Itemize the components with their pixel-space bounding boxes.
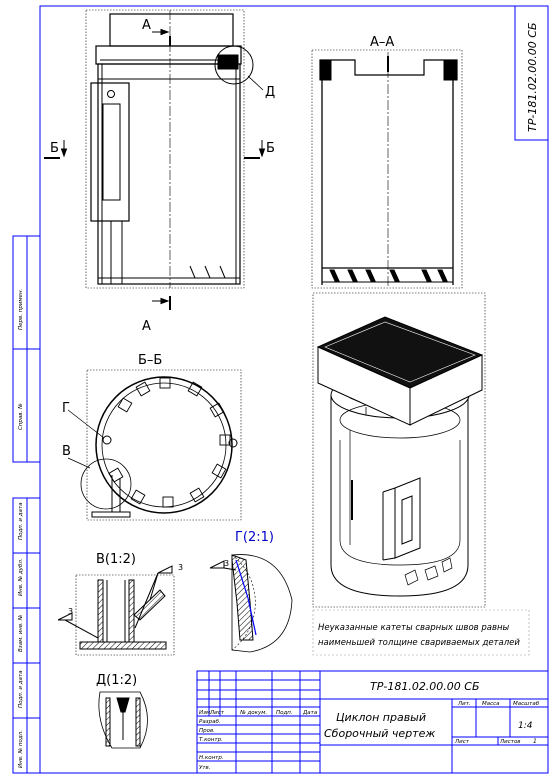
detail-d-title: Д(1:2) xyxy=(96,673,137,688)
code-box xyxy=(514,6,548,141)
title-block xyxy=(196,670,549,774)
stamp-inv-dubl: Инв. № дубл. xyxy=(18,558,24,596)
stamp-sprav: Справ. № xyxy=(18,403,24,430)
tb-razrab: Разраб. xyxy=(199,719,221,725)
tb-massa: Масса xyxy=(482,701,500,707)
tb-designation: ТР-181.02.00.00 СБ xyxy=(370,680,480,693)
tb-utv: Утв. xyxy=(199,765,211,771)
tb-t-kontr: Т.контр. xyxy=(199,737,223,743)
detail-v-view xyxy=(57,565,175,656)
vertical-code: ТР-181.02.00.00 СБ xyxy=(526,22,539,132)
detail-v-title: В(1:2) xyxy=(96,552,136,567)
label-v: В xyxy=(62,444,71,459)
tb-title-line1: Циклон правый xyxy=(336,711,426,724)
stamp-podp-data-1: Подп. и дата xyxy=(18,502,24,540)
stamp-podp-data-2: Подп. и дата xyxy=(18,670,24,708)
side-stamp xyxy=(12,235,41,774)
tb-scale-value: 1:4 xyxy=(518,721,533,731)
stamp-inv-podl: Инв. № подл. xyxy=(18,730,24,768)
tb-listov-value: 1 xyxy=(533,738,537,745)
tb-n-dokum: № докум. xyxy=(239,710,267,716)
tb-lit: Лит. xyxy=(457,701,471,707)
note-box xyxy=(312,609,530,656)
note-line-2: наименьшей толщине свариваемых деталей xyxy=(318,638,520,648)
detail-g-weld: 3 xyxy=(224,559,229,568)
detail-g-title: Г(2:1) xyxy=(235,530,274,545)
detail-v-weld-1: 3 xyxy=(68,607,73,616)
note-line-1: Неуказанные катеты сварных швов равны xyxy=(318,623,510,633)
tb-masshtab: Масштаб xyxy=(513,701,540,707)
tb-list-label: Лист xyxy=(454,739,470,745)
label-g: Г xyxy=(62,401,70,416)
label-a-top: А xyxy=(142,18,151,33)
label-d: Д xyxy=(265,85,275,100)
label-b-right: Б xyxy=(266,141,275,156)
label-section-aa: А–А xyxy=(370,35,394,50)
tb-podp: Подп. xyxy=(276,710,293,716)
tb-n-kontr: Н.контр. xyxy=(199,755,224,761)
label-a-bottom: А xyxy=(142,319,151,334)
isometric-view xyxy=(312,292,486,608)
stamp-vzam-inv: Взам. инв. № xyxy=(18,614,24,652)
front-view xyxy=(44,9,266,310)
detail-g-view xyxy=(209,554,293,653)
section-bb-view xyxy=(67,369,242,521)
tb-title-line2: Сборочный чертеж xyxy=(324,727,435,740)
tb-listov: Листов xyxy=(499,739,521,745)
detail-v-weld-2: 3 xyxy=(178,563,183,572)
tb-prov: Пров. xyxy=(199,728,215,734)
label-section-bb: Б–Б xyxy=(138,353,162,368)
tb-izm: Изм. xyxy=(199,710,212,716)
tb-data: Дата xyxy=(302,710,318,716)
detail-d-view xyxy=(98,691,148,749)
section-aa-view xyxy=(311,49,463,289)
label-b-left: Б xyxy=(50,141,59,156)
tb-list: Лист xyxy=(209,710,225,716)
stamp-perv-primen: Перв. примен. xyxy=(18,288,24,330)
